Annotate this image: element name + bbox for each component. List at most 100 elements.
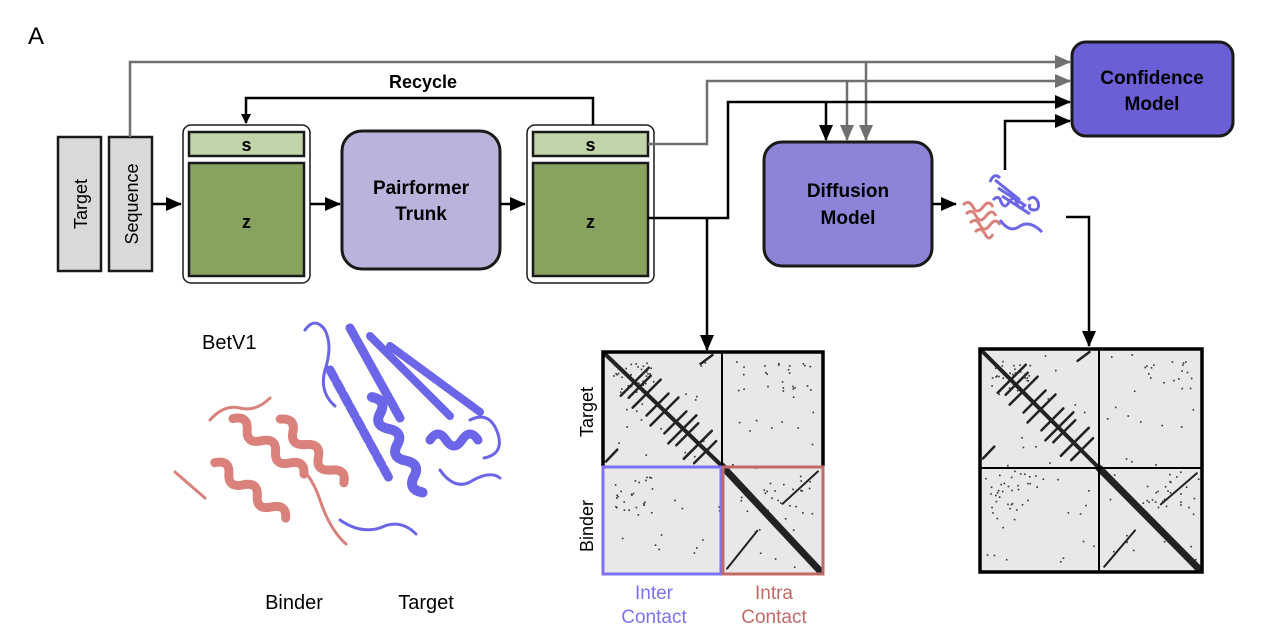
contact-point: [1167, 490, 1169, 492]
contact-point: [1001, 365, 1004, 367]
contact-point: [764, 365, 766, 367]
recycle-arrow: [241, 96, 595, 125]
helix-contact: [781, 470, 819, 505]
contact-point: [810, 389, 812, 391]
contact-point: [613, 375, 615, 377]
contact-point: [743, 366, 745, 368]
contact-point: [625, 389, 627, 392]
contact-point: [1146, 485, 1149, 488]
contact-point: [1011, 502, 1014, 505]
inter-contact-border: [601, 465, 723, 576]
contact-point: [627, 385, 630, 387]
contact-point: [645, 479, 647, 482]
diffusion-label-1: Diffusion: [807, 181, 889, 202]
structure-map-border: [978, 347, 1204, 574]
contact-point: [809, 365, 812, 368]
diffusion-model-box: Diffusion Model: [762, 140, 934, 268]
contact-point: [1022, 446, 1025, 449]
beta-strand-contact: [1059, 426, 1091, 458]
contact-point: [1194, 558, 1197, 561]
contact-point: [616, 373, 618, 376]
contact-point: [1027, 482, 1029, 485]
contact-point: [699, 443, 702, 446]
contact-point: [638, 382, 640, 385]
contact-point: [1125, 458, 1128, 460]
contact-point: [648, 476, 651, 479]
contact-point: [1014, 368, 1016, 371]
contact-point: [614, 364, 616, 367]
contact-point: [769, 482, 772, 485]
contact-point: [1161, 424, 1164, 427]
contact-point: [789, 505, 791, 507]
structure-map-points: [980, 349, 1204, 574]
contact-point: [767, 509, 769, 512]
helix-contact: [726, 529, 759, 570]
contact-point: [1059, 560, 1062, 563]
contact-point: [1110, 356, 1113, 358]
contact-point: [1173, 379, 1175, 382]
beta-strand-contact: [1069, 436, 1095, 462]
contact-point: [1000, 483, 1003, 486]
contact-point: [696, 395, 698, 398]
contact-point: [1126, 541, 1128, 544]
contact-point: [1010, 476, 1013, 479]
contact-point: [806, 385, 809, 387]
contact-point: [642, 380, 645, 383]
contact-point: [615, 372, 617, 375]
contact-point: [1024, 377, 1027, 379]
contact-point: [1180, 504, 1182, 506]
contact-point: [998, 375, 1000, 378]
target-input-box: Target: [56, 135, 103, 273]
contact-point: [1132, 549, 1135, 552]
contact-point: [617, 372, 620, 375]
contact-point: [1113, 474, 1116, 476]
contact-point: [740, 496, 743, 499]
contact-point: [635, 506, 638, 509]
contact-point: [1113, 550, 1115, 553]
contact-point: [1165, 505, 1168, 508]
contact-point: [643, 504, 645, 507]
helix-contact: [1159, 472, 1198, 506]
contact-point: [736, 361, 738, 363]
beta-strand-contact: [1022, 389, 1047, 414]
contact-point: [1180, 426, 1183, 428]
contact-point: [631, 494, 633, 496]
contact-point: [681, 507, 684, 510]
contact-point: [770, 427, 773, 429]
contact-point: [1027, 379, 1030, 382]
contact-point: [618, 442, 620, 444]
target-label: Target: [398, 592, 454, 614]
contact-point: [1011, 382, 1014, 385]
beta-strand-contact: [682, 429, 714, 461]
contact-point: [763, 489, 766, 491]
contact-point: [990, 486, 993, 489]
beta-strand-contact: [692, 439, 718, 465]
contact-point: [998, 496, 1001, 498]
contact-point: [626, 408, 628, 411]
contact-point: [1035, 475, 1037, 477]
contact-point: [1180, 493, 1182, 495]
contact-point: [1146, 365, 1148, 367]
contact-point: [998, 474, 1001, 477]
contact-point: [640, 419, 643, 421]
contact-point: [759, 552, 762, 555]
binder-diagonal: [1095, 464, 1204, 574]
contact-point: [1007, 485, 1010, 488]
contact-point: [1082, 540, 1085, 543]
contact-point: [1153, 364, 1155, 366]
contact-point: [623, 509, 626, 511]
beta-strand-contact: [631, 378, 662, 409]
beta-strand-contact: [675, 422, 700, 447]
contact-point: [1112, 478, 1114, 481]
target-input-label: Target: [71, 179, 91, 229]
contact-point: [997, 489, 1000, 492]
sequence-input-label: Sequence: [122, 163, 142, 244]
contact-point: [620, 388, 623, 390]
contact-point: [1185, 486, 1188, 489]
contact-point: [1188, 506, 1190, 509]
contact-point: [1024, 473, 1026, 476]
contact-point: [774, 490, 776, 492]
contact-point: [755, 419, 758, 422]
contact-point: [811, 512, 814, 515]
pair-repr-1-label: z: [242, 212, 251, 232]
